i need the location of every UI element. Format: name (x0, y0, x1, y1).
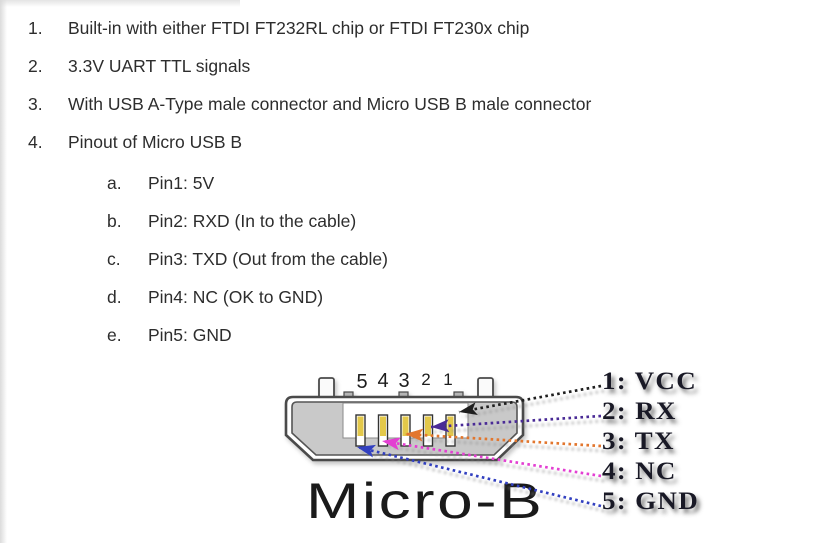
feature-list: 1. Built-in with either FTDI FT232RL chi… (28, 9, 591, 354)
list-item-marker: 3. (28, 94, 43, 114)
sub-list-item-text: Pin2: RXD (In to the cable) (148, 211, 357, 231)
arrowhead-rx (431, 419, 450, 433)
list-item: 2. 3.3V UART TTL signals (28, 47, 591, 85)
sub-list-item-marker: c. (107, 249, 121, 269)
signal-label-rx: 2: RX (602, 398, 677, 425)
list-item-text: Built-in with either FTDI FT232RL chip o… (68, 18, 530, 38)
pin-contact-1 (445, 414, 456, 447)
pin-number-1: 1 (443, 370, 453, 389)
contact-pins (355, 414, 456, 447)
list-item: 3. With USB A-Type male connector and Mi… (28, 85, 591, 123)
leader-line-rx (430, 414, 602, 429)
pin-gold-1 (447, 416, 454, 436)
connector-caption: Micro-B (306, 473, 545, 529)
shell-outer-outline (284, 395, 525, 462)
top-notch (398, 391, 409, 400)
arrowhead-gnd (357, 444, 377, 458)
pin-gold-3 (402, 416, 409, 436)
sub-list-item-text: Pin1: 5V (148, 173, 215, 193)
signal-label-nc: 4: NC (602, 458, 677, 485)
sub-list-item-marker: a. (107, 173, 122, 193)
pin-contact-2 (422, 414, 434, 447)
micro-b-connector-body (284, 377, 525, 462)
sub-list-item: a. Pin1: 5V (107, 164, 591, 202)
sub-list-item-text: Pin5: GND (148, 325, 232, 345)
leader-line-vcc (458, 384, 602, 414)
signal-label-gnd: 5: GND (602, 488, 700, 515)
pinout-sub-list: a. Pin1: 5V b. Pin2: RXD (In to the cabl… (107, 164, 591, 354)
pin-gold-5 (357, 416, 364, 436)
signal-label-vcc: 1: VCC (602, 368, 698, 395)
arrowhead-tx (405, 428, 424, 442)
pin-gold-4 (380, 416, 386, 436)
pin-contact-3 (400, 414, 411, 447)
list-item-marker: 2. (28, 56, 43, 76)
sub-list-item-text: Pin3: TXD (Out from the cable) (148, 249, 388, 269)
pin-contact-4 (377, 414, 389, 447)
latch-tab-left (318, 377, 335, 400)
sub-list-item: d. Pin4: NC (OK to GND) (107, 278, 591, 316)
list-item-text: Pinout of Micro USB B (68, 132, 243, 152)
list-item-text: 3.3V UART TTL signals (68, 56, 251, 76)
leader-lines (356, 384, 602, 508)
leader-line-nc (381, 439, 602, 478)
arrowhead-nc (382, 437, 401, 451)
sub-list-item-marker: e. (107, 325, 122, 345)
contact-recess (342, 402, 469, 439)
sub-list-item: e. Pin5: GND (107, 316, 591, 354)
signal-label-tx: 3: TX (602, 428, 675, 455)
list-item: 4. Pinout of Micro USB B (28, 123, 591, 161)
sub-list-item: b. Pin2: RXD (In to the cable) (107, 202, 591, 240)
sub-list-item-marker: d. (107, 287, 122, 307)
page-edge-shading-top (0, 0, 240, 7)
pin-number-4: 4 (377, 370, 389, 392)
top-notch (453, 391, 464, 400)
list-item-marker: 4. (28, 132, 43, 152)
latch-tab-right (477, 377, 494, 400)
shell-inner-body (291, 401, 518, 456)
page-edge-shading (0, 0, 7, 543)
sub-list-item-text: Pin4: NC (OK to GND) (148, 287, 324, 307)
pin-gold-2 (425, 416, 431, 436)
list-item-text: With USB A-Type male connector and Micro… (68, 94, 592, 114)
sub-list-item: c. Pin3: TXD (Out from the cable) (107, 240, 591, 278)
pin-number-3: 3 (398, 370, 410, 392)
list-item-marker: 1. (28, 18, 43, 38)
list-item: 1. Built-in with either FTDI FT232RL chi… (28, 9, 591, 47)
arrowhead-vcc (459, 402, 478, 416)
pin-number-2: 2 (421, 370, 431, 389)
leader-line-tx (404, 432, 602, 448)
pin-number-5: 5 (356, 371, 368, 393)
leader-line-shadows (359, 389, 605, 513)
top-notch (343, 391, 354, 400)
leader-line-gnd (356, 445, 602, 508)
pin-contact-5 (355, 414, 366, 447)
sub-list-item-marker: b. (107, 211, 122, 231)
